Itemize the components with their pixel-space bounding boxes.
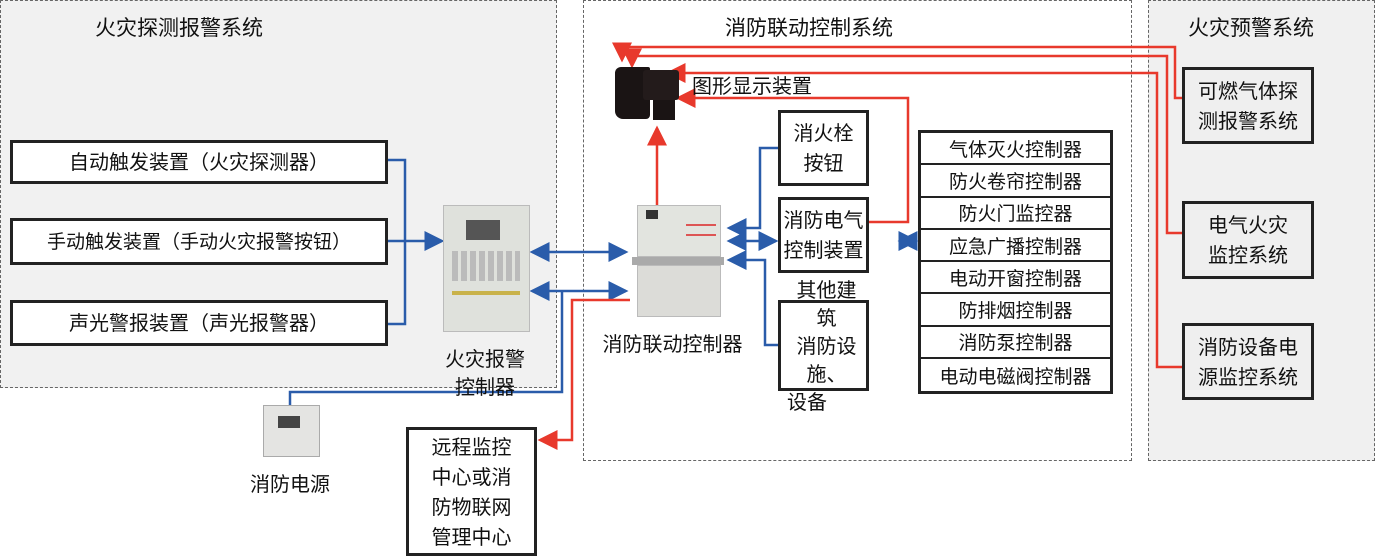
gas-detection-line2: 测报警系统 [1198, 108, 1298, 133]
controller-item: 电动电磁阀控制器 [939, 365, 1092, 388]
controller-item: 消防泵控制器 [921, 327, 1110, 360]
fire-alarm-controller-label: 火灾报警 控制器 [430, 345, 540, 401]
linkage-controller-image [632, 205, 724, 320]
fire-alarm-controller-label-line1: 火灾报警 [445, 347, 525, 371]
controller-item: 电动开窗控制器 [921, 262, 1110, 295]
red-line-electrical-display [675, 88, 910, 224]
detection-input-auto: 自动触发装置（火灾探测器） [10, 140, 388, 184]
detection-region-title: 火灾探测报警系统 [95, 16, 263, 40]
controller-item: 防排烟控制器 [921, 294, 1110, 327]
electrical-fire-monitor-box: 电气火灾 监控系统 [1182, 201, 1314, 279]
controller-item: 应急广播控制器 [921, 230, 1110, 263]
detection-input-alarm: 声光警报装置（声光报警器） [10, 300, 388, 346]
blue-line-other [726, 250, 778, 347]
electrical-control-box: 消防电气 控制装置 [778, 197, 869, 273]
electrical-control-line1: 消防电气 [783, 208, 864, 232]
linkage-region-title: 消防联动控制系统 [725, 16, 893, 40]
gas-detection-line1: 可燃气体探 [1198, 78, 1298, 103]
red-line-power-monitor [665, 63, 1182, 369]
hydrant-button-line1: 消火栓 [793, 121, 854, 145]
fire-alarm-controller-image [443, 205, 530, 332]
fire-alarm-controller-label-line2: 控制器 [455, 375, 515, 399]
remote-center-line4: 管理中心 [431, 524, 512, 549]
blue-line-power [288, 291, 564, 405]
remote-center-line2: 中心或消 [431, 464, 512, 489]
electrical-fire-line2: 监控系统 [1208, 243, 1288, 267]
controller-item: 防火门监控器 [921, 198, 1110, 230]
power-supply-image [263, 405, 320, 457]
controller-list: 气体灭火控制器 防火卷帘控制器 防火门监控器 应急广播控制器 电动开窗控制器 防… [918, 130, 1113, 395]
power-supply-label: 消防电源 [250, 472, 330, 496]
other-facilities-line2: 消防设施、 [796, 333, 857, 386]
graphic-display-label: 图形显示装置 [692, 74, 812, 98]
power-monitor-line1: 消防设备电 [1198, 334, 1298, 359]
electrical-control-line2: 控制装置 [783, 238, 864, 262]
graphic-display-image [615, 62, 685, 124]
other-facilities-box: 其他建筑 消防设施、 设备 [778, 278, 869, 414]
warning-region-title: 火灾预警系统 [1188, 16, 1314, 40]
controller-item: 防火卷帘控制器 [921, 165, 1110, 198]
remote-center-line1: 远程监控 [431, 434, 512, 459]
gas-detection-system-box: 可燃气体探 测报警系统 [1182, 67, 1314, 144]
remote-center-line3: 防物联网 [431, 494, 512, 519]
electrical-fire-line1: 电气火灾 [1208, 213, 1288, 237]
detection-input-manual: 手动触发装置（手动火灾报警按钮） [10, 218, 388, 265]
hydrant-button-line2: 按钮 [803, 151, 844, 175]
red-line-electric-fire [622, 48, 1182, 235]
controller-item: 气体灭火控制器 [921, 133, 1110, 166]
other-facilities-line3: 设备 [787, 389, 827, 414]
remote-monitoring-center-box: 远程监控 中心或消 防物联网 管理中心 [406, 427, 537, 556]
linkage-controller-label: 消防联动控制器 [602, 332, 743, 356]
blue-line-inputs [388, 158, 442, 326]
hydrant-button-box: 消火栓 按钮 [778, 110, 869, 186]
red-line-remote [537, 298, 630, 450]
other-facilities-line1: 其他建筑 [796, 277, 857, 330]
blue-line-hydrant [726, 146, 778, 238]
power-monitor-system-box: 消防设备电 源监控系统 [1182, 323, 1314, 400]
power-monitor-line2: 源监控系统 [1198, 364, 1298, 389]
